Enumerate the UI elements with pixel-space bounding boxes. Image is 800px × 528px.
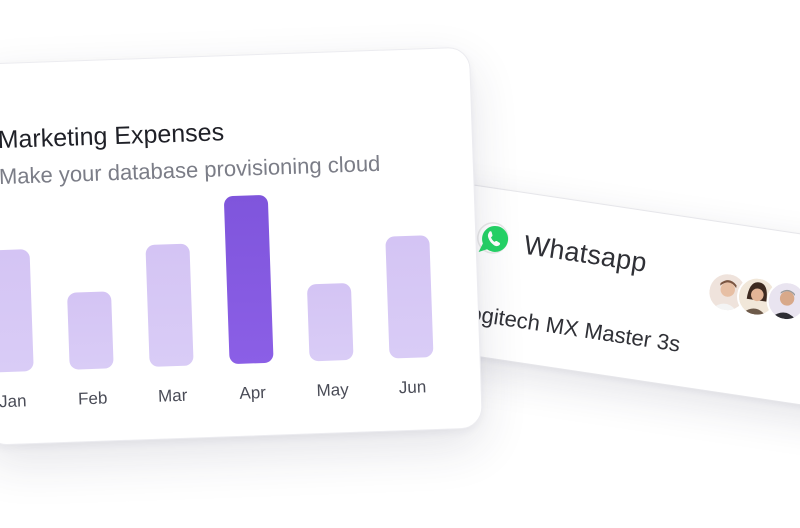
whatsapp-card[interactable]: Whatsapp Log xyxy=(404,178,800,416)
avatar[interactable] xyxy=(704,269,751,315)
whatsapp-title: Whatsapp xyxy=(521,229,650,278)
x-tick-label: Feb xyxy=(77,388,108,409)
x-tick-label: Mar xyxy=(157,385,188,406)
x-tick-label: Jan xyxy=(0,391,27,412)
avatar[interactable] xyxy=(734,273,780,320)
item-name: Logitech MX Master 3s xyxy=(455,298,682,357)
bar-may[interactable] xyxy=(306,282,354,362)
bar-jan[interactable] xyxy=(0,249,34,373)
bar-jun[interactable] xyxy=(385,235,434,359)
bar-apr[interactable] xyxy=(223,194,274,365)
x-tick-label: Apr xyxy=(239,382,267,403)
bar-chart: Jan Feb Mar Apr May Jun xyxy=(0,48,482,445)
avatar-group[interactable] xyxy=(704,269,800,324)
avatar[interactable] xyxy=(763,278,800,324)
marketing-expenses-card: Marketing Expenses Make your database pr… xyxy=(0,46,484,446)
x-tick-label: May xyxy=(316,380,349,401)
bar-feb[interactable] xyxy=(67,291,114,370)
bar-mar[interactable] xyxy=(145,243,194,367)
x-tick-label: Jun xyxy=(398,377,427,398)
whatsapp-icon xyxy=(472,218,513,259)
